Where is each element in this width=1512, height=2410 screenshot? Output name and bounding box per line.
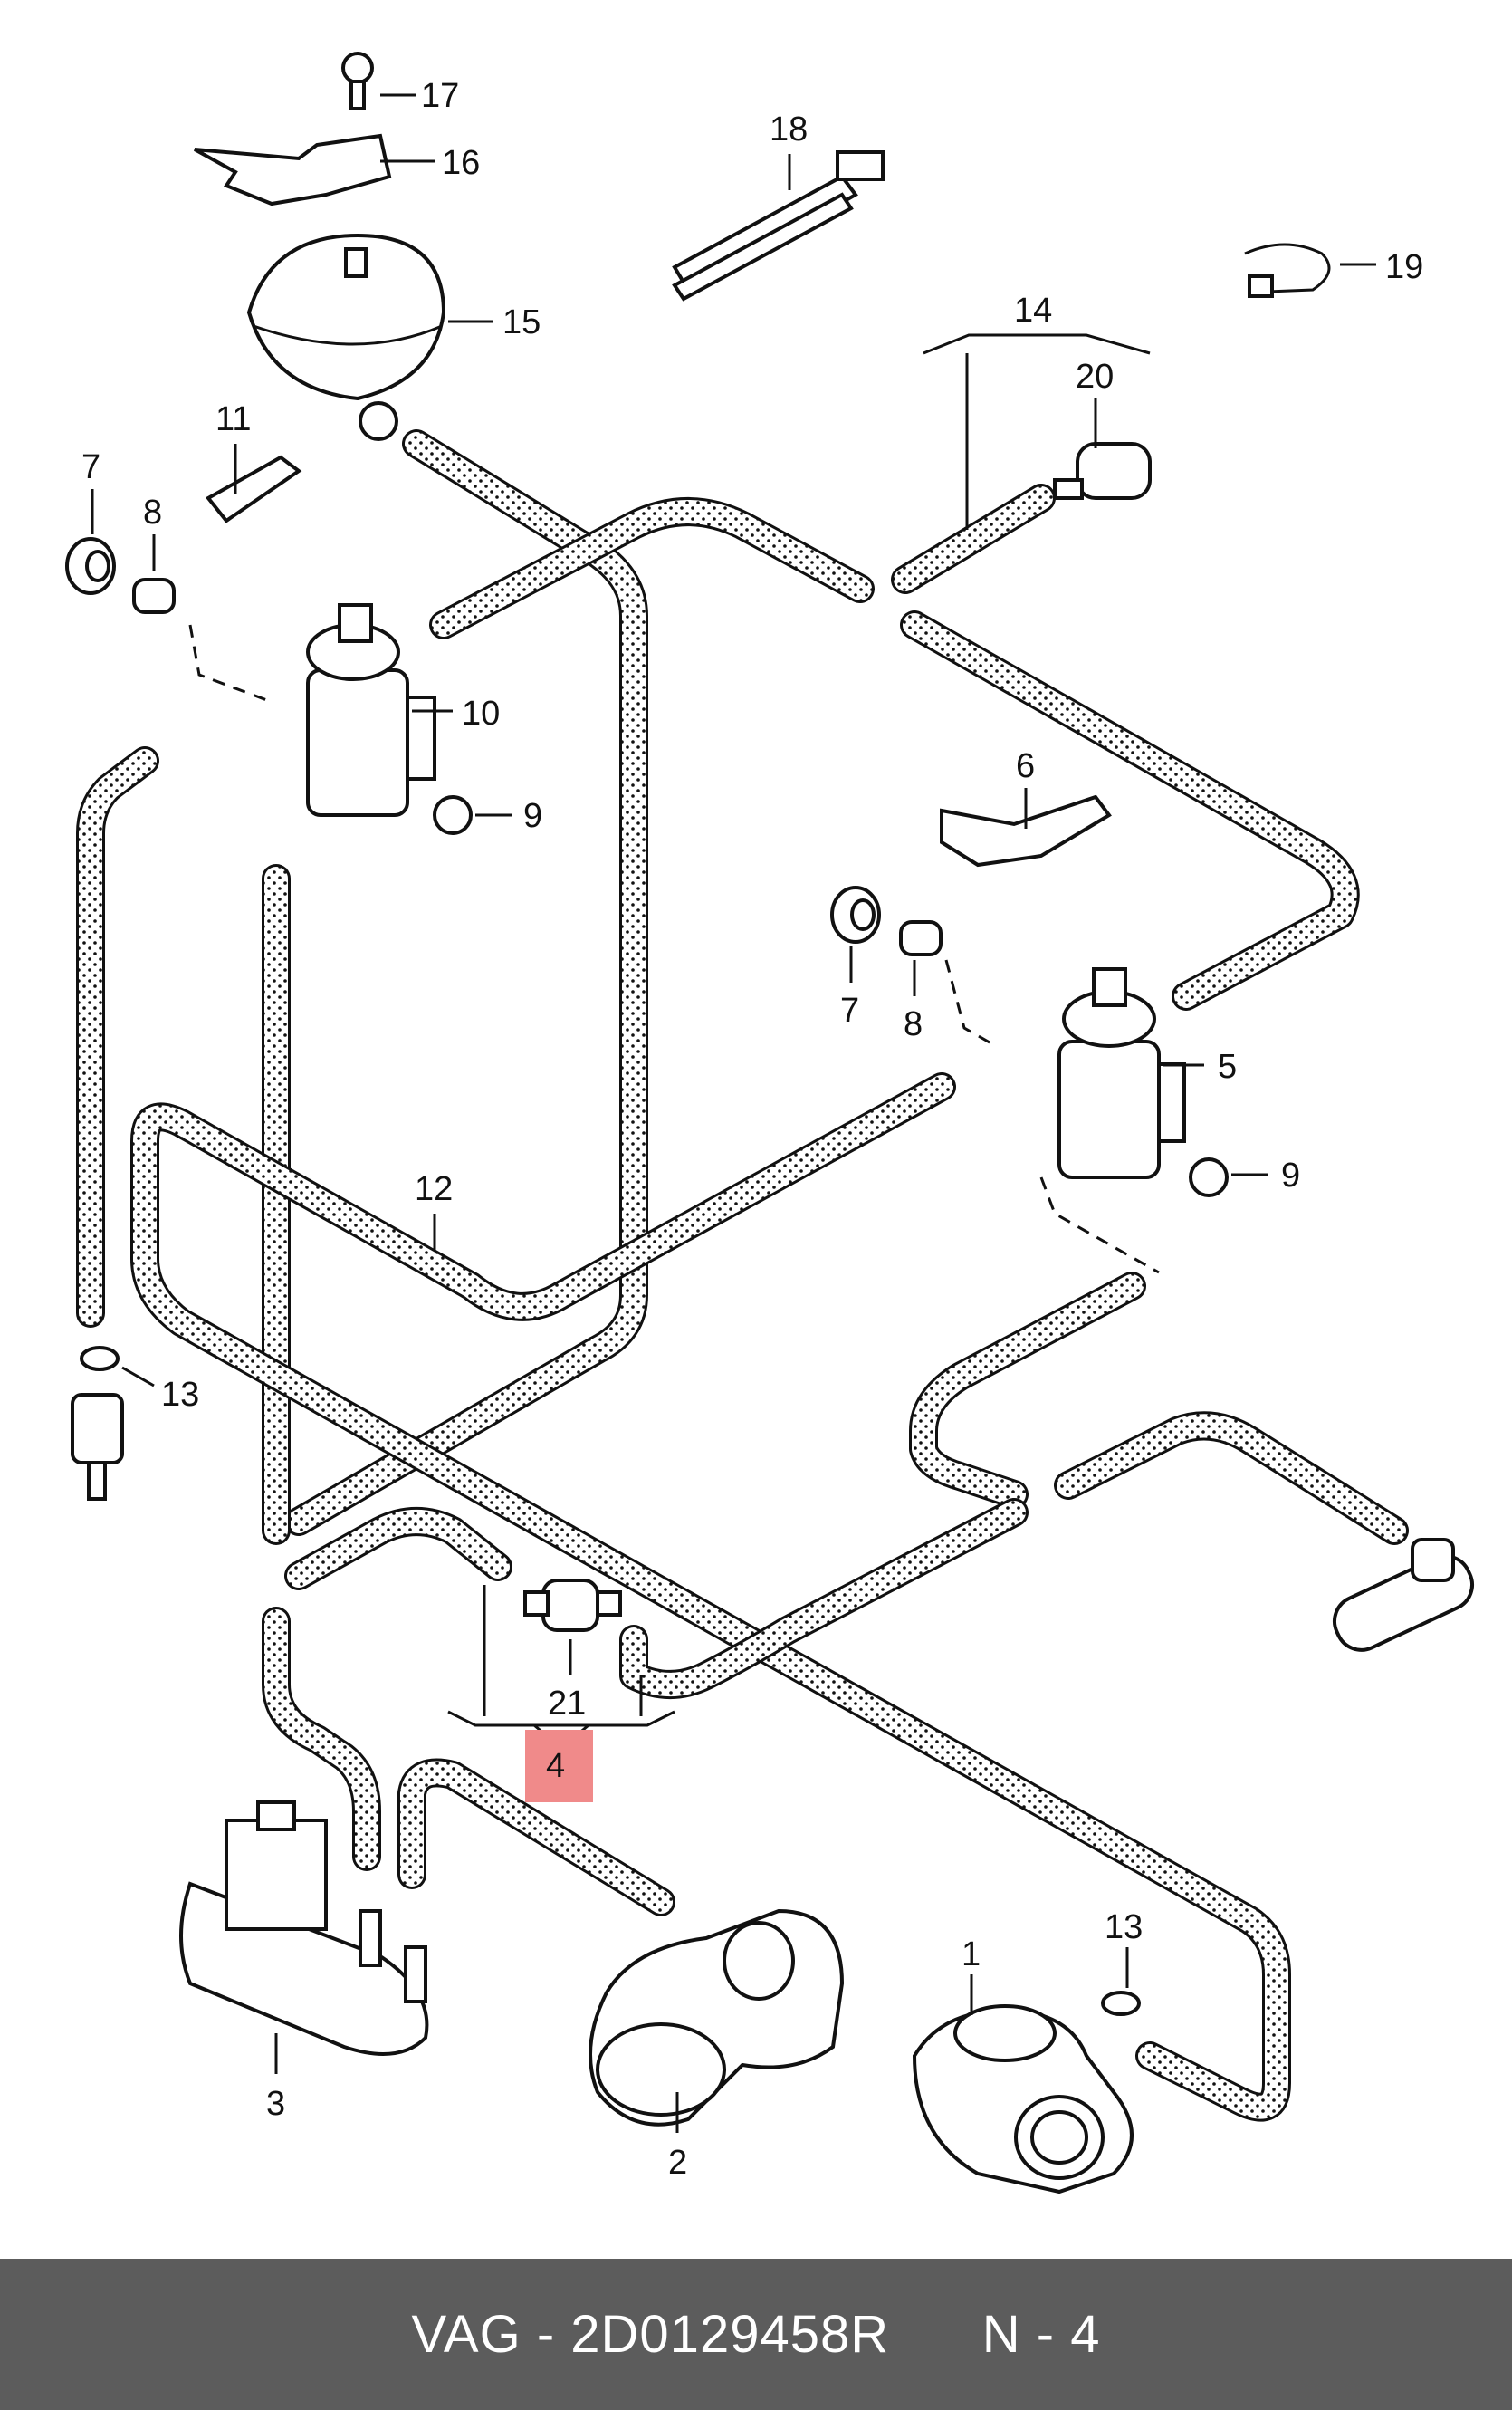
label-13-right: 13 bbox=[1105, 1908, 1143, 1946]
label-5: 5 bbox=[1218, 1048, 1237, 1086]
label-10: 10 bbox=[462, 695, 500, 733]
brand-text: VAG bbox=[411, 2305, 522, 2364]
label-20: 20 bbox=[1076, 358, 1114, 396]
label-16: 16 bbox=[442, 144, 480, 182]
label-8-mid: 8 bbox=[904, 1005, 923, 1043]
label-2: 2 bbox=[668, 2144, 687, 2182]
check-valve-21 bbox=[523, 1579, 622, 1632]
label-8-top: 8 bbox=[143, 494, 162, 532]
vacuum-reservoir-15 bbox=[246, 233, 446, 441]
highlight-box bbox=[525, 1730, 593, 1802]
label-1: 1 bbox=[962, 1935, 981, 1973]
cable-tie-18 bbox=[672, 150, 885, 302]
sleeve-8-left bbox=[132, 578, 176, 614]
clamp-13-right bbox=[1101, 1991, 1141, 2016]
grommet-7-right bbox=[830, 886, 881, 944]
label-6: 6 bbox=[1016, 747, 1035, 785]
vacuum-hose-diagram: 17 16 15 18 19 14 20 11 7 8 10 9 6 7 8 5… bbox=[65, 52, 1474, 2194]
label-19: 19 bbox=[1385, 248, 1423, 286]
label-7-top: 7 bbox=[81, 448, 100, 486]
connector-20 bbox=[1053, 442, 1152, 500]
label-12: 12 bbox=[415, 1170, 453, 1208]
label-9-top: 9 bbox=[523, 797, 542, 835]
label-18: 18 bbox=[770, 110, 808, 149]
part-number-footer: VAG - 2D0129458R N - 4 bbox=[0, 2259, 1512, 2410]
clip-19 bbox=[1244, 243, 1331, 293]
label-21: 21 bbox=[548, 1685, 586, 1723]
grommet-7-left bbox=[65, 537, 116, 595]
part-number-text: 2D0129458R bbox=[570, 2305, 890, 2364]
label-15: 15 bbox=[502, 303, 541, 341]
bracket-11 bbox=[205, 455, 302, 523]
nut-9-upper bbox=[433, 795, 473, 835]
bracket-16 bbox=[194, 133, 392, 206]
label-9-mid: 9 bbox=[1281, 1157, 1300, 1195]
hose-network bbox=[76, 429, 1409, 2122]
clamp-13-left bbox=[71, 1346, 124, 1501]
separator-text: - bbox=[536, 2305, 556, 2364]
label-17: 17 bbox=[421, 77, 459, 115]
bracket-6 bbox=[940, 794, 1112, 868]
label-3: 3 bbox=[266, 2085, 285, 2123]
nut-9-lower bbox=[1189, 1157, 1229, 1197]
position-label-text: N - 4 bbox=[981, 2305, 1101, 2364]
solenoid-valve-10 bbox=[306, 603, 436, 817]
label-11: 11 bbox=[215, 400, 251, 438]
parts bbox=[65, 52, 1474, 2194]
sleeve-8-right bbox=[899, 920, 943, 956]
label-7-mid: 7 bbox=[840, 992, 859, 1030]
egr-valve-1 bbox=[912, 2004, 1134, 2194]
intake-manifold-2 bbox=[589, 1908, 845, 2127]
solenoid-valve-5 bbox=[1057, 967, 1186, 1179]
pressure-converter-3 bbox=[179, 1800, 429, 2056]
screw-17 bbox=[341, 52, 374, 110]
t-connector-right bbox=[1333, 1538, 1474, 1652]
callout-labels: 17 16 15 18 19 14 20 11 7 8 10 9 6 7 8 5… bbox=[81, 77, 1423, 2182]
label-13-left: 13 bbox=[161, 1376, 199, 1414]
label-14: 14 bbox=[1014, 292, 1052, 330]
label-4: 4 bbox=[546, 1747, 565, 1785]
